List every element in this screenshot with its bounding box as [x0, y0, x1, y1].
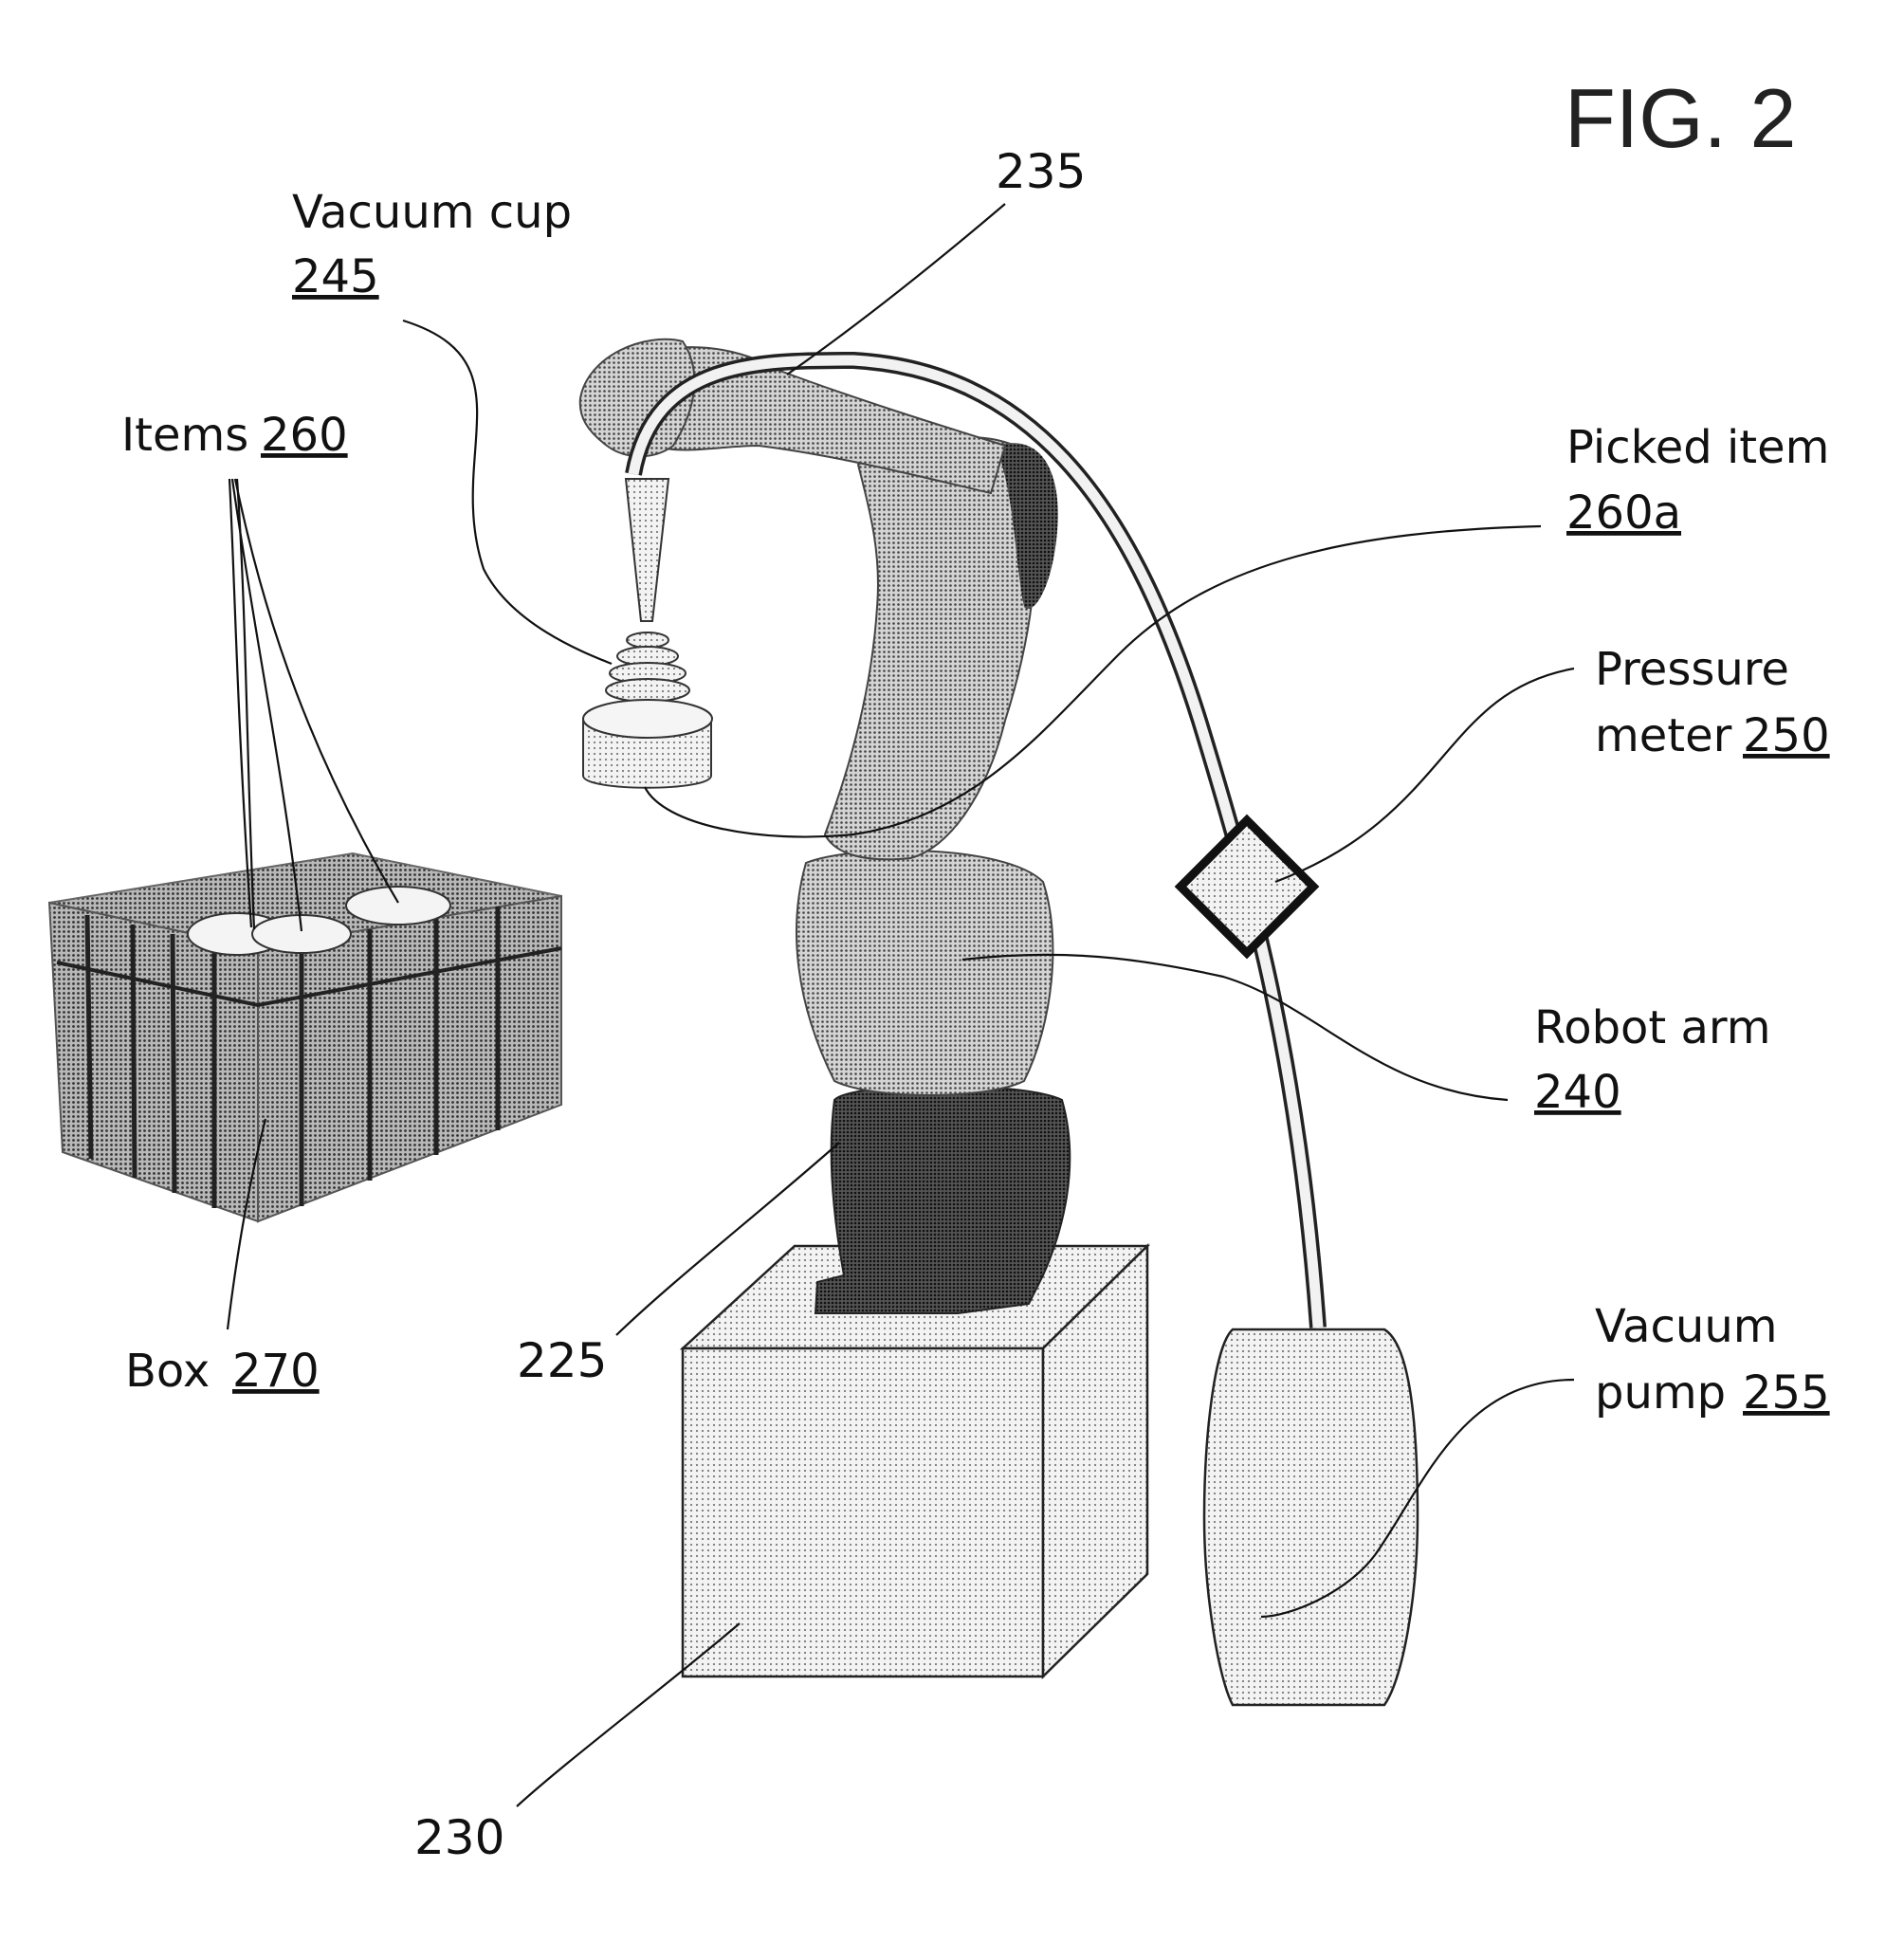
pedestal-ref: 230 [414, 1810, 504, 1865]
vacuum-cup-ref: 245 [292, 250, 379, 303]
pressure-meter-ref: 250 [1743, 709, 1830, 762]
label-box: Box 270 [125, 1345, 320, 1398]
label-robot-base: 225 [517, 1333, 607, 1388]
vacuum-pump-ref: 255 [1743, 1366, 1830, 1420]
vacuum-pump-label-line1: Vacuum [1595, 1300, 1778, 1353]
items-260 [187, 886, 451, 956]
robot-arm-ref: 240 [1534, 1066, 1621, 1119]
label-robot-arm: Robot arm 240 [1534, 1001, 1771, 1119]
vacuum-cup-245 [605, 478, 690, 703]
items-label: Items [121, 409, 248, 462]
hose-ref: 235 [996, 144, 1086, 199]
box-270 [47, 852, 562, 1223]
box-label: Box [125, 1345, 210, 1398]
leader-lines [226, 203, 1575, 1807]
robot-arm-label: Robot arm [1534, 1001, 1771, 1054]
vacuum-hose-235 [625, 351, 1327, 1328]
robot-base-ref: 225 [517, 1333, 607, 1388]
robot-arm-240 [578, 338, 1071, 1314]
picked-item-label: Picked item [1566, 421, 1829, 474]
box-ref: 270 [232, 1345, 320, 1398]
items-ref: 260 [261, 409, 348, 462]
pressure-meter-label-line2: meter [1595, 709, 1732, 762]
pressure-meter-label-line1: Pressure [1595, 643, 1789, 696]
label-hose: 235 [996, 144, 1086, 199]
picked-item-260a [582, 699, 713, 789]
label-pedestal: 230 [414, 1810, 504, 1865]
label-vacuum-cup: Vacuum cup 245 [292, 186, 572, 303]
label-pressure-meter: Pressure meter 250 [1595, 643, 1830, 762]
pressure-meter-250 [1174, 814, 1320, 960]
picked-item-ref: 260a [1566, 486, 1681, 540]
vacuum-cup-label: Vacuum cup [292, 186, 572, 239]
label-picked-item: Picked item 260a [1566, 421, 1829, 540]
label-items: Items 260 [121, 409, 348, 462]
figure-title: FIG. 2 [1565, 71, 1797, 165]
vacuum-pump-255 [1202, 1328, 1419, 1707]
vacuum-pump-label-line2: pump [1595, 1366, 1726, 1420]
label-vacuum-pump: Vacuum pump 255 [1595, 1300, 1830, 1420]
